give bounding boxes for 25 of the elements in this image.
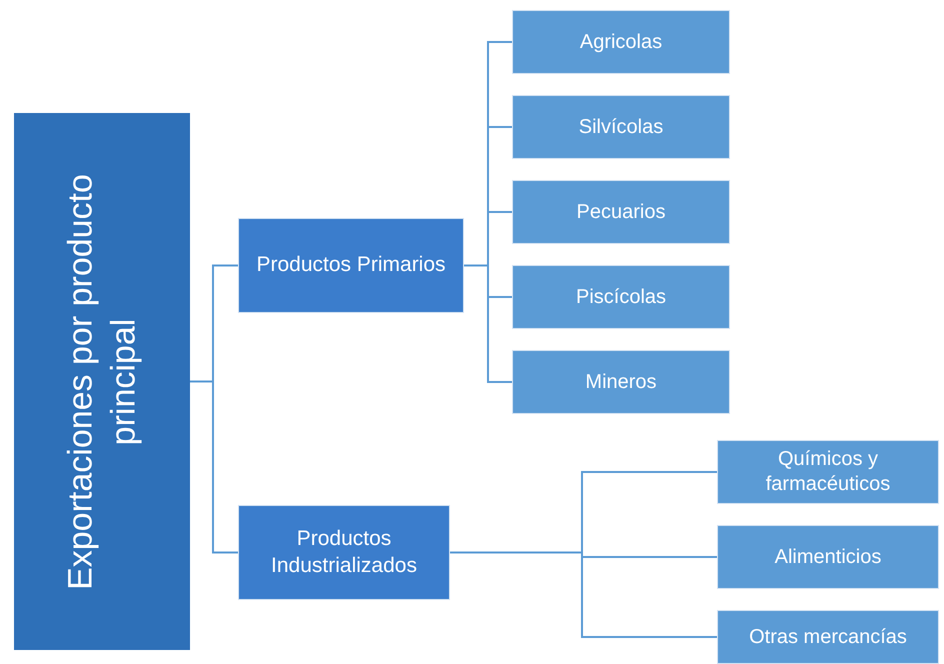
category-box — [238, 505, 450, 600]
node-label: Silvícolas — [578, 114, 664, 140]
root-box — [14, 113, 190, 650]
connector-line — [464, 264, 512, 383]
category-box — [512, 350, 730, 414]
category-box — [512, 10, 730, 74]
node-label: Pecuarios — [576, 200, 666, 224]
category-box — [717, 525, 939, 589]
category-box — [512, 95, 730, 159]
node-label: Alimenticios — [774, 544, 882, 570]
node-label: Químicos y farmacéuticos — [764, 447, 892, 497]
node-label: Productos Industrializados — [270, 526, 418, 578]
node-label: Mineros — [585, 370, 657, 394]
connector-line — [190, 380, 238, 554]
node-label: Exportaciones por producto principal — [60, 172, 143, 592]
node-label: Otras mercancías — [749, 624, 907, 650]
category-box — [512, 265, 730, 329]
connector-line — [450, 552, 717, 638]
category-box — [717, 440, 939, 504]
category-box — [512, 180, 730, 244]
node-label: Piscícolas — [576, 284, 666, 310]
category-box — [717, 610, 939, 664]
node-label: Agricolas — [580, 30, 662, 54]
category-box — [238, 218, 464, 313]
node-label: Productos Primarios — [256, 252, 446, 278]
